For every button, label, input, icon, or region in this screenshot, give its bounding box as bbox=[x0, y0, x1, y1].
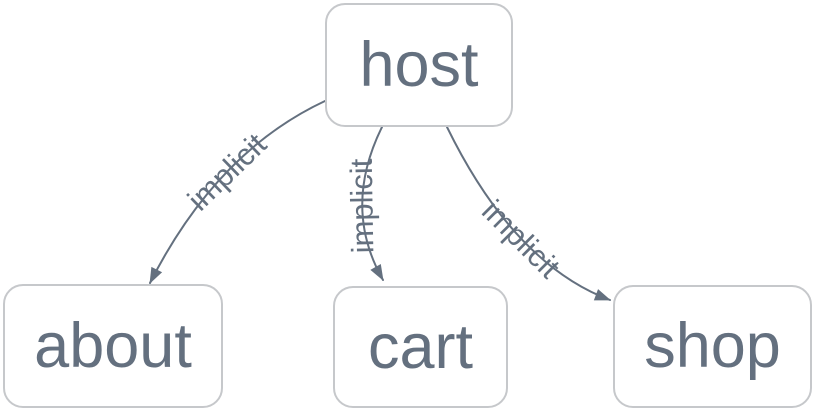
edge-label-host-cart: implicit bbox=[344, 158, 381, 254]
node-label-shop: shop bbox=[644, 311, 781, 381]
node-host[interactable]: host bbox=[325, 3, 513, 127]
edge-host-cart[interactable]: implicit bbox=[344, 126, 384, 281]
edge-host-about[interactable]: implicit bbox=[149, 100, 326, 284]
edge-host-shop[interactable]: implicit bbox=[446, 126, 611, 301]
edge-line-host-cart[interactable] bbox=[361, 126, 384, 281]
node-shop[interactable]: shop bbox=[613, 285, 812, 408]
node-label-cart: cart bbox=[367, 311, 474, 382]
node-label-host: host bbox=[359, 29, 479, 100]
node-label-about: about bbox=[34, 310, 192, 381]
node-cart[interactable]: cart bbox=[333, 286, 508, 408]
node-about[interactable]: about bbox=[3, 284, 223, 408]
edge-line-host-about[interactable] bbox=[149, 100, 326, 284]
edge-label-host-shop: implicit bbox=[475, 193, 567, 285]
edge-line-host-shop[interactable] bbox=[446, 126, 611, 301]
edge-label-host-about: implicit bbox=[181, 126, 274, 217]
